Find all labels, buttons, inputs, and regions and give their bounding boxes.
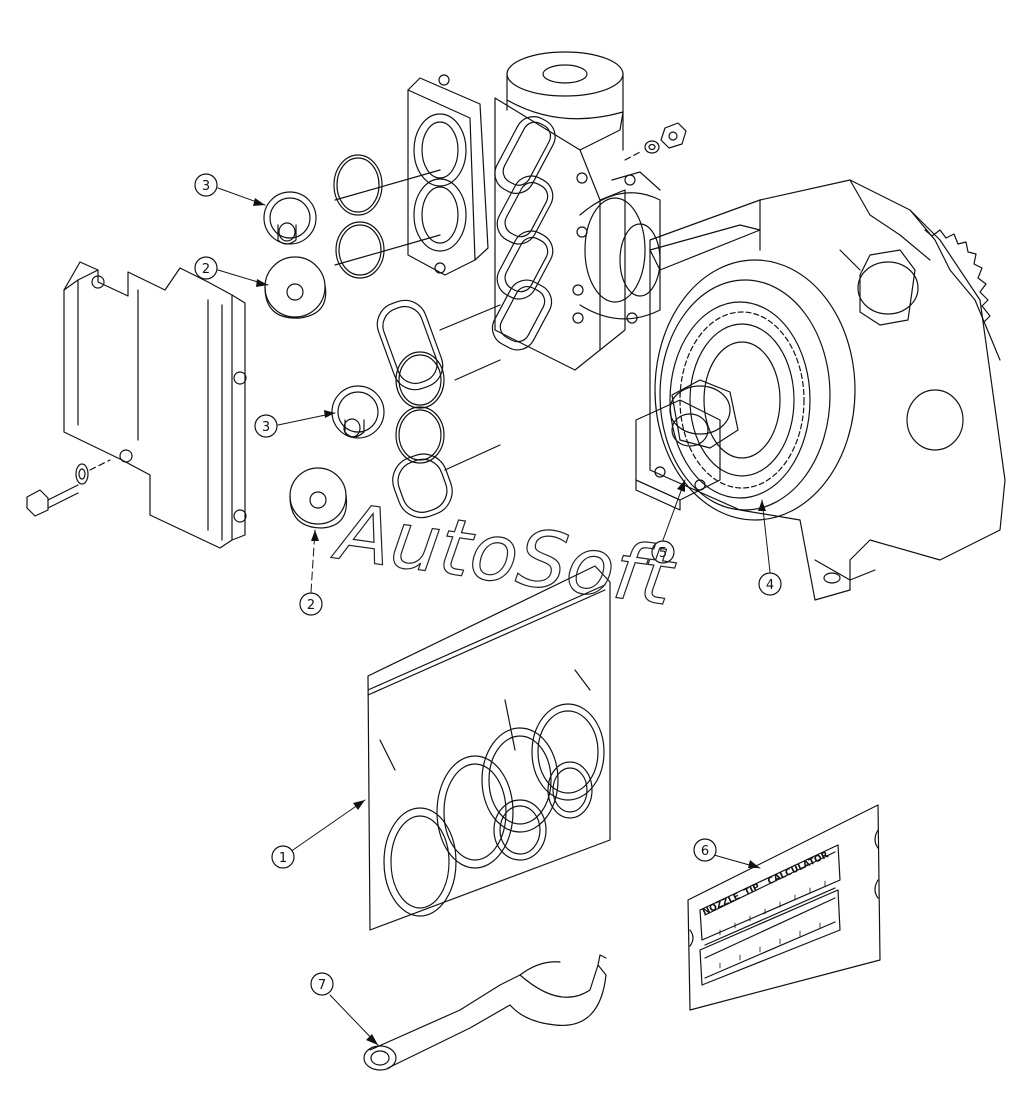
callout-label: 7 <box>318 978 326 993</box>
pump-manifold <box>407 51 661 371</box>
calculator-word-1: NOZZLE <box>701 892 742 918</box>
callout-label: 3 <box>202 179 210 194</box>
callout-5: 5 <box>651 540 675 564</box>
callout-7: 7 <box>310 972 334 996</box>
callout-3-upper: 3 <box>194 173 218 197</box>
callout-label: 1 <box>279 851 287 866</box>
o-rings-upper <box>333 154 441 279</box>
cover-plate <box>63 261 247 549</box>
valve-2-upper <box>264 256 327 319</box>
gearbox-housing <box>649 179 1006 601</box>
calculator-title: NOZZLE TIP CALCULATOR <box>701 850 830 917</box>
watermark: AutoSoft <box>327 486 681 624</box>
callout-label: 2 <box>202 262 210 277</box>
watermark-text: AutoSoft <box>327 487 680 624</box>
seal-kit-bag <box>367 565 611 931</box>
nozzle-tip-calculator <box>687 804 881 1011</box>
calculator-word-2: TIP <box>743 882 762 898</box>
callout-1: 1 <box>271 845 295 869</box>
leader-arrows <box>253 198 766 1045</box>
valve-2-lower <box>289 467 348 529</box>
callout-label: 5 <box>659 546 667 561</box>
callout-2-lower: 2 <box>299 592 323 616</box>
callout-3-lower: 3 <box>254 414 278 438</box>
spanner-wrench <box>363 954 607 1071</box>
callout-label: 2 <box>307 598 315 613</box>
bolt-and-washer <box>26 459 111 517</box>
hub-5 <box>635 379 739 511</box>
callout-label: 6 <box>701 844 709 859</box>
callout-2-upper: 2 <box>194 256 218 280</box>
valve-3-lower <box>331 385 385 439</box>
calculator-word-3: CALCULATOR <box>766 850 830 887</box>
valve-3-upper <box>263 191 317 245</box>
callout-label: 4 <box>766 578 774 593</box>
o-rings-lower <box>376 299 501 519</box>
nut-and-washer <box>624 122 687 161</box>
callout-6: 6 <box>693 838 717 862</box>
callout-label: 3 <box>262 420 270 435</box>
callout-4: 4 <box>758 572 782 596</box>
